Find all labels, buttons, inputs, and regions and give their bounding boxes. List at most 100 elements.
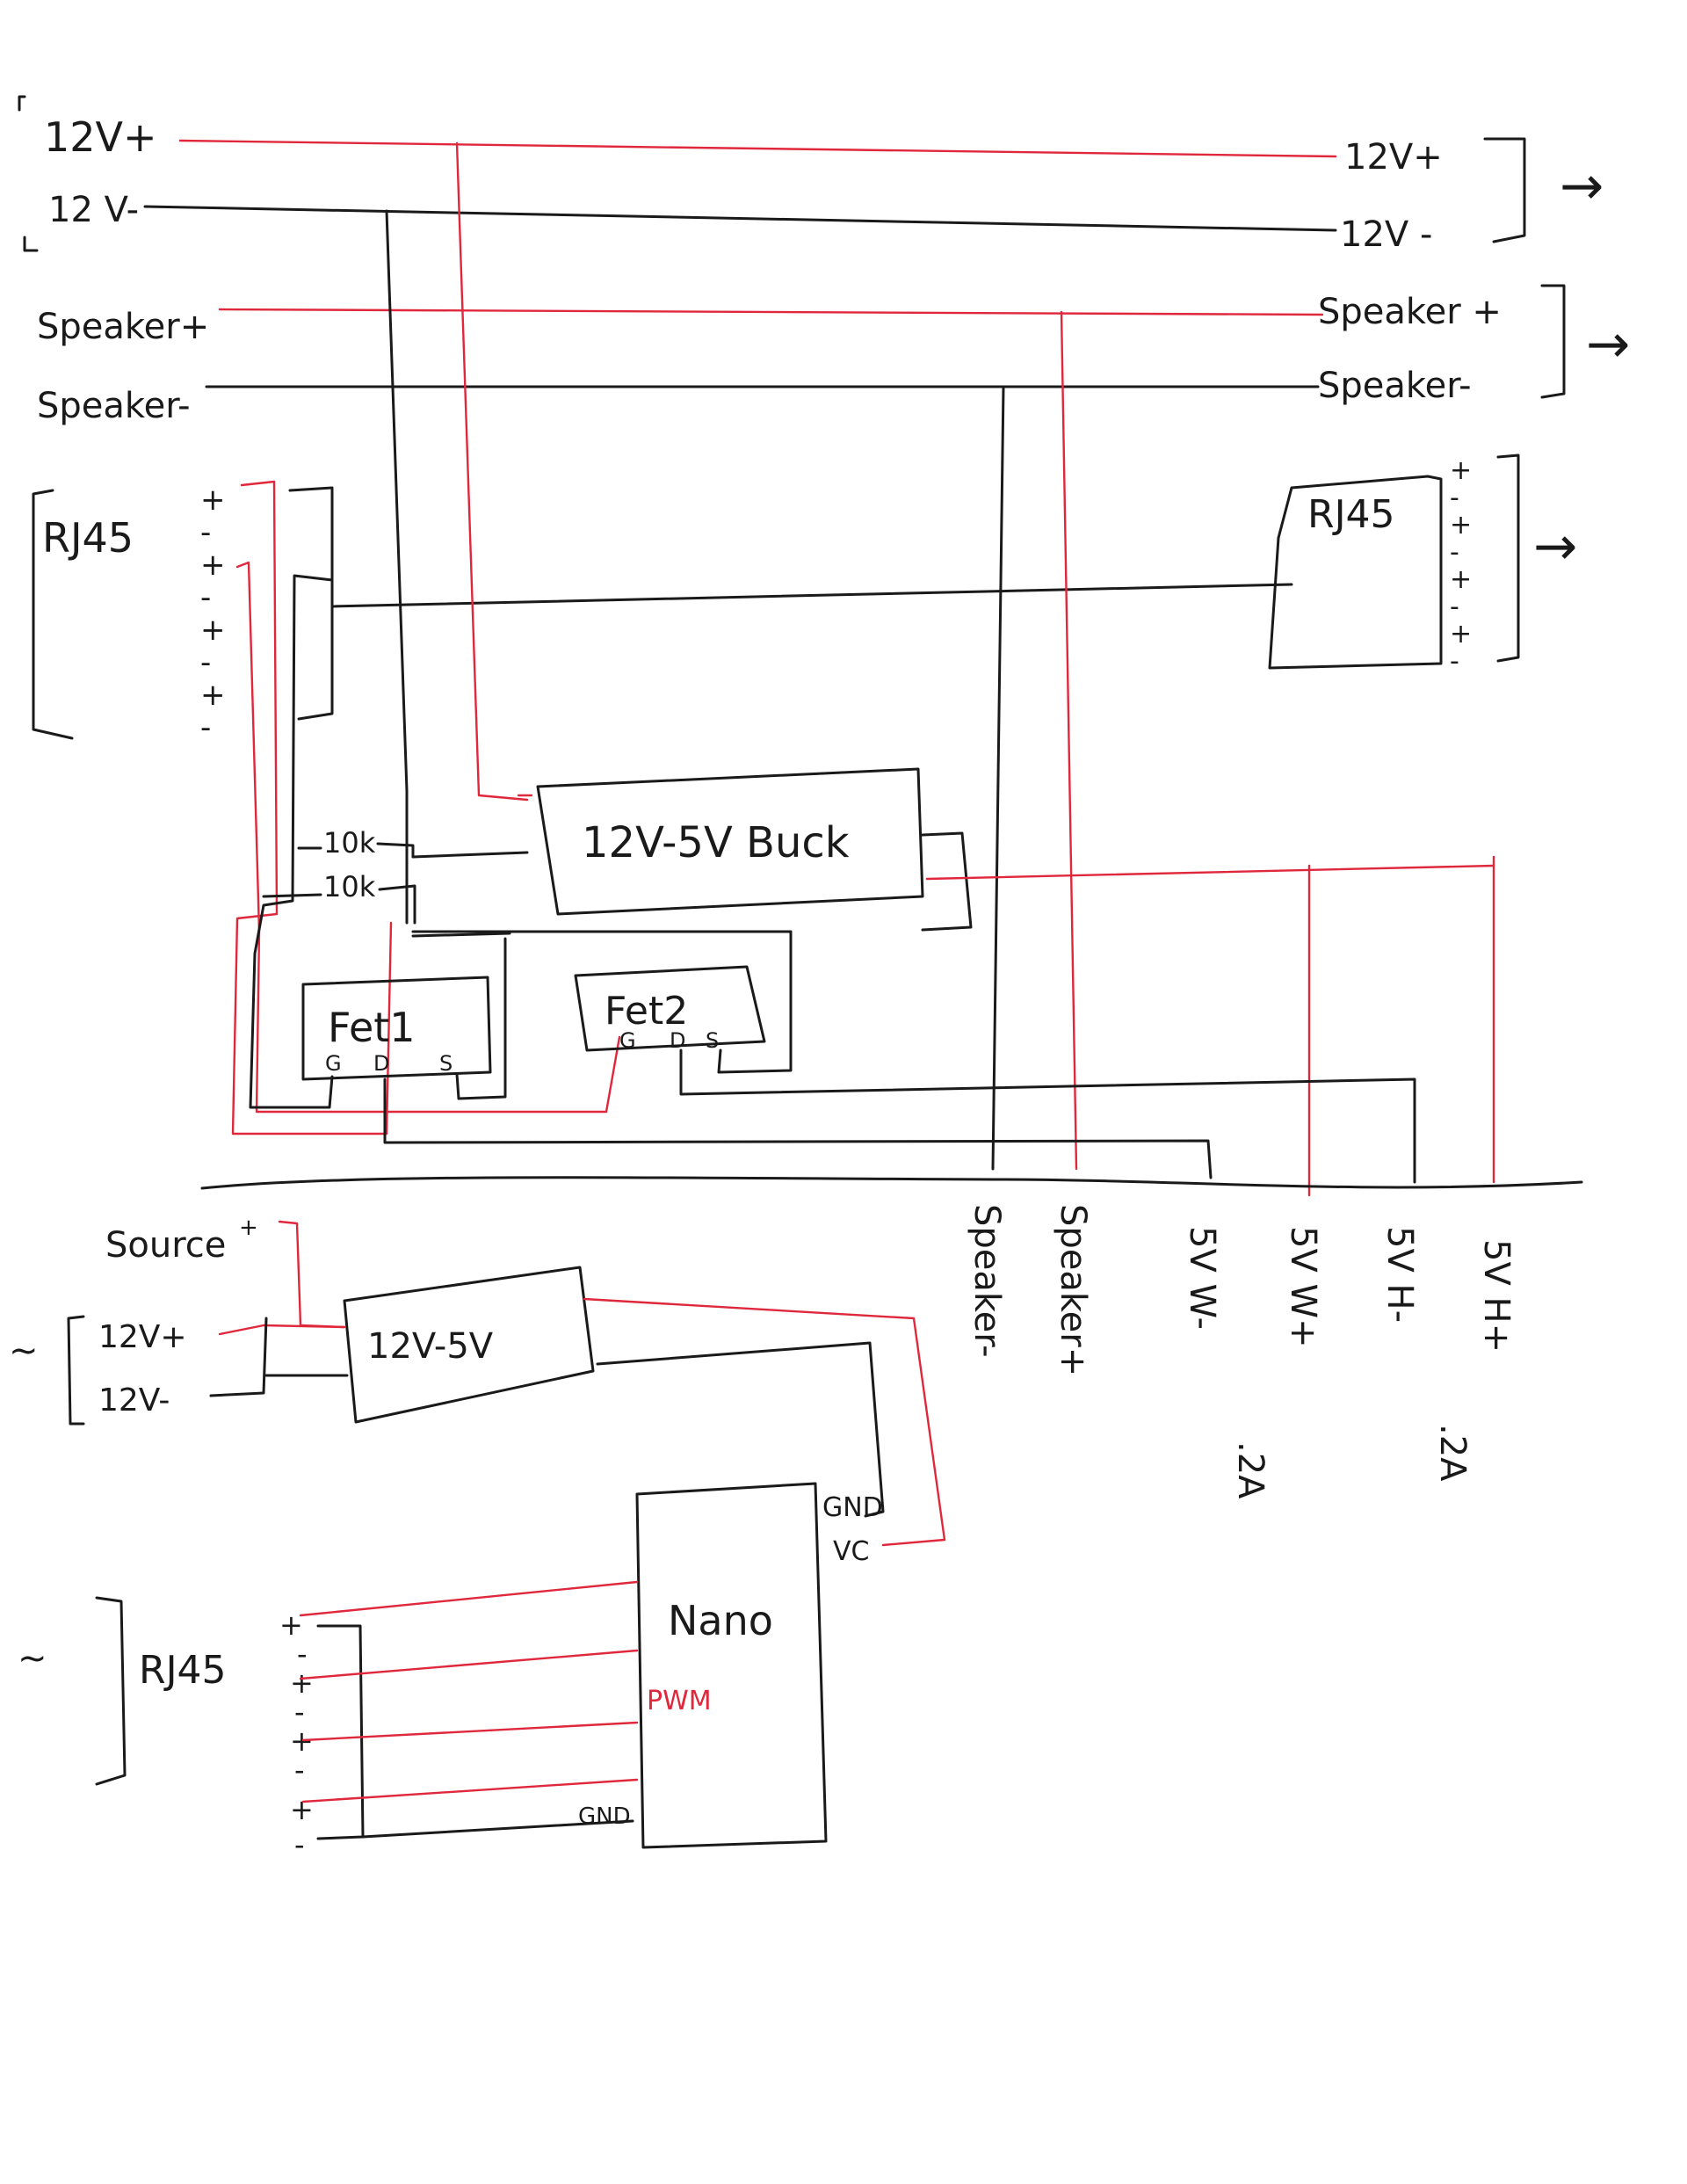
rj45-right-pin-7: + xyxy=(1450,619,1472,649)
wire-rj45-bottom-7-nano xyxy=(301,1778,639,1803)
output-label-speaker-minus: Speaker- xyxy=(967,1204,1007,1358)
bracket-bottom-12v xyxy=(67,1315,85,1426)
wire-fet1-source-gnd xyxy=(455,969,507,1100)
fet1-source-pin: S xyxy=(439,1051,453,1076)
resistor-2-lead-left xyxy=(262,893,322,898)
rj45-bottom-label: RJ45 xyxy=(139,1648,227,1693)
rj45-right-box xyxy=(1268,475,1443,670)
rj45-left-pin-3: + xyxy=(200,548,226,583)
rj45-bottom-pin-1: + xyxy=(279,1608,303,1642)
rj45-right-pin-2: - xyxy=(1450,483,1459,513)
rj45-left-pin-2: - xyxy=(200,515,211,550)
buck-converter-label: 12V-5V Buck xyxy=(582,818,850,867)
rj45-right-pin-5: + xyxy=(1450,564,1472,595)
wire-converter-5v-to-nano-vc xyxy=(583,1297,946,1547)
rj45-left-bracket xyxy=(32,489,74,740)
output-note-w-current: .2A xyxy=(1230,1441,1271,1499)
output-label-5v-w-plus: 5V W+ xyxy=(1283,1226,1323,1348)
rj45-bottom-pin-5: + xyxy=(290,1724,314,1758)
wire-rj45-pin3-fet xyxy=(235,561,621,1114)
rj45-left-pins: + - + - + - + - xyxy=(200,483,226,745)
wire-12v-plus-drop xyxy=(455,141,529,802)
bracket-top-left-open xyxy=(18,95,26,112)
wire-gnd-stub xyxy=(411,932,511,938)
wire-resistor-to-buck xyxy=(411,851,529,859)
wire-speaker-plus-bus xyxy=(218,308,1324,316)
output-header-line xyxy=(200,1176,1583,1190)
label-source-sign: + xyxy=(239,1215,258,1241)
wire-rj45-link xyxy=(330,583,1293,608)
converter-12v-5v-label: 12V-5V xyxy=(367,1326,494,1367)
wire-speaker-plus-drop xyxy=(1060,310,1078,1171)
label-12v-minus-bottom: 12V- xyxy=(98,1382,170,1419)
label-speaker-plus-left: Speaker+ xyxy=(37,307,209,347)
output-label-5v-w-minus: 5V W- xyxy=(1182,1226,1222,1330)
wire-12v-plus-bus xyxy=(178,139,1337,158)
rj45-right-label: RJ45 xyxy=(1307,492,1395,537)
rj45-right-bracket xyxy=(1496,453,1520,663)
label-speaker-minus-right: Speaker- xyxy=(1318,366,1472,406)
resistor-2-label: 10k xyxy=(323,870,376,903)
rj45-right-pin-8: - xyxy=(1450,646,1459,677)
rj45-bottom-pin-6: - xyxy=(294,1753,305,1787)
wire-rj45-bottom-1-nano xyxy=(299,1580,639,1617)
fet2-source-pin: S xyxy=(706,1028,719,1053)
label-12v-plus-left: 12V+ xyxy=(44,113,157,161)
rj45-right-pin-3: + xyxy=(1450,510,1472,541)
wire-source-plus xyxy=(278,1220,346,1329)
bracket-12v-right xyxy=(1483,137,1526,243)
rj45-left-pin-5: + xyxy=(200,613,226,648)
fet2-gate-pin: G xyxy=(619,1028,636,1053)
rj45-left-pin-4: - xyxy=(200,580,211,615)
rj45-right-pin-1: + xyxy=(1450,455,1472,486)
fet1-box xyxy=(301,976,492,1081)
rj45-left-pin-1: + xyxy=(200,483,226,518)
wire-12v-minus-drop xyxy=(385,209,409,925)
fet1-drain-pin: D xyxy=(373,1051,389,1076)
fet2-drain-pin: D xyxy=(670,1028,685,1053)
rj45-left-connector-bracket xyxy=(288,486,334,721)
fet2-box xyxy=(574,965,766,1052)
bracket-top-left-close xyxy=(23,236,39,252)
label-12v-plus-right: 12V+ xyxy=(1344,137,1443,178)
rj45-bottom-connector-bracket xyxy=(316,1624,365,1840)
nano-box xyxy=(635,1482,828,1849)
rj45-bottom-pin-8: - xyxy=(294,1828,305,1861)
rj45-right-pin-6: - xyxy=(1450,591,1459,622)
wire-rj45-pin1-fet xyxy=(231,480,393,1136)
rj45-bottom-pin-7: + xyxy=(290,1793,314,1826)
arrow-speaker-right: → xyxy=(1586,314,1630,375)
label-source: Source xyxy=(105,1225,226,1266)
arrow-12v-right: → xyxy=(1560,156,1604,217)
nano-gnd-bottom-label: GND xyxy=(578,1803,631,1830)
label-speaker-plus-right: Speaker + xyxy=(1318,292,1502,332)
nano-label: Nano xyxy=(668,1597,773,1644)
nano-gnd-label: GND xyxy=(822,1492,883,1523)
nano-pwm-label: PWM xyxy=(647,1686,712,1716)
rj45-right-pin-4: - xyxy=(1450,537,1459,568)
wire-12v-plus-bottom xyxy=(218,1324,346,1336)
wire-buck-5v-rail xyxy=(925,864,1495,881)
rj45-left-pin-8: - xyxy=(200,710,211,745)
resistor-2-lead-right xyxy=(378,884,416,925)
resistor-1-lead-right xyxy=(376,842,415,859)
wire-12v-minus-bottom xyxy=(209,1317,268,1397)
output-label-5v-h-plus: 5V H+ xyxy=(1476,1239,1517,1353)
wire-buck-out-loop xyxy=(921,831,973,932)
fet1-gate-pin: G xyxy=(325,1051,342,1076)
arrow-rj45-right: → xyxy=(1533,516,1577,577)
label-tilde-2: ~ xyxy=(18,1638,47,1679)
wire-fet1-gate-black xyxy=(249,574,334,1109)
rj45-bottom-pin-3: + xyxy=(290,1666,314,1700)
output-label-speaker-plus: Speaker+ xyxy=(1053,1204,1093,1376)
rj45-left-pin-7: + xyxy=(200,678,226,713)
label-speaker-minus-left: Speaker- xyxy=(37,386,191,426)
fet1-label: Fet1 xyxy=(328,1004,416,1051)
rj45-bottom-pin-4: - xyxy=(294,1695,305,1729)
rj45-left-pin-6: - xyxy=(200,645,211,680)
rj45-left-label: RJ45 xyxy=(42,514,134,562)
wire-12v-minus-bus xyxy=(143,205,1337,232)
wire-fet2-drain-5v-h-minus xyxy=(679,1048,1416,1184)
wire-rj45-bottom-5-nano xyxy=(301,1721,639,1742)
